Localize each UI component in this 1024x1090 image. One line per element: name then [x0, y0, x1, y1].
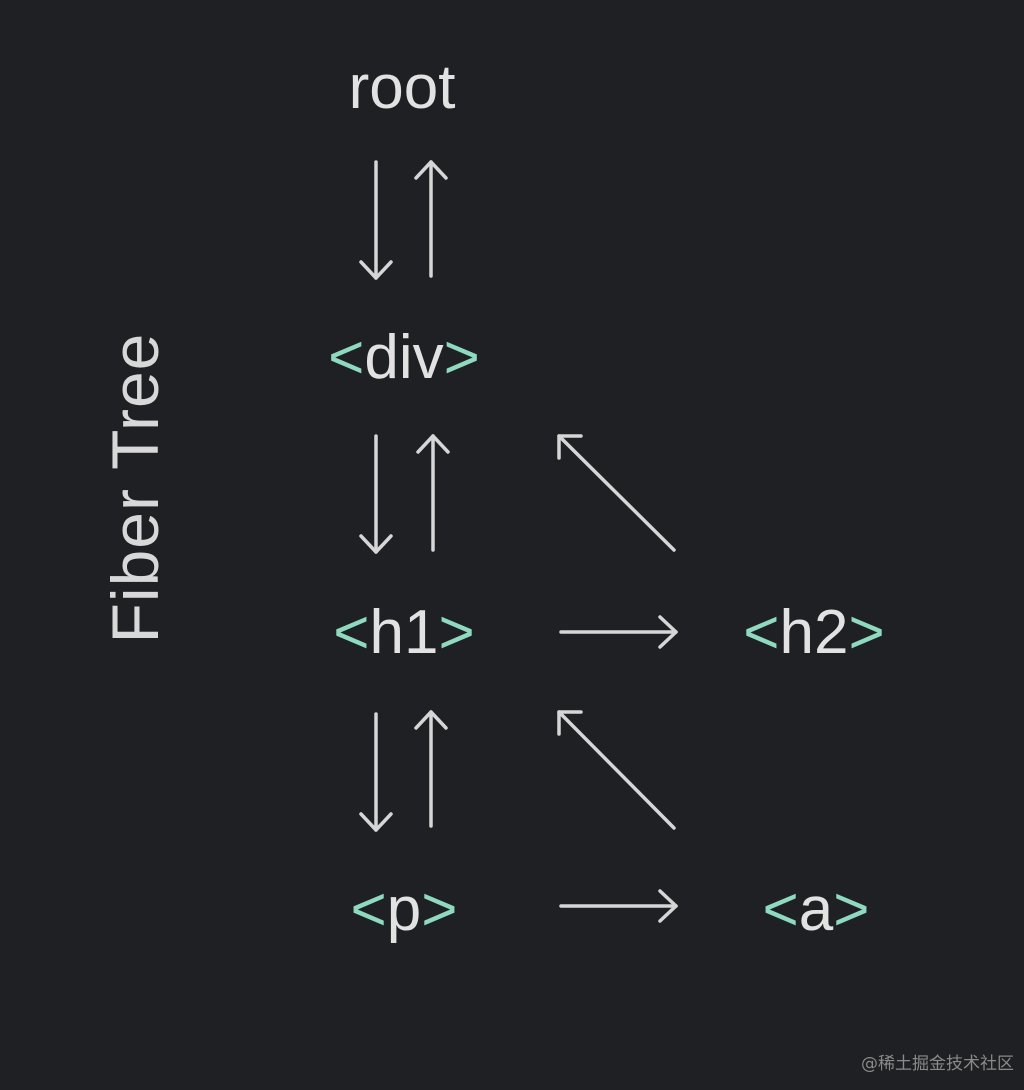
bracket-open: < [328, 323, 365, 392]
node-div: <div> [328, 327, 480, 389]
node-h1-tag: h1 [369, 598, 439, 667]
arrow-h1-to-div-up [416, 434, 450, 552]
arrow-root-to-div-down [359, 160, 393, 280]
bracket-open: < [743, 598, 780, 667]
arrow-h1-to-h2-right [559, 615, 678, 649]
arrow-a-to-h1-diagonal [557, 710, 676, 830]
node-div-tag: div [364, 323, 444, 392]
watermark: @稀土掘金技术社区 [861, 1054, 1014, 1074]
bracket-close: > [833, 875, 870, 944]
bracket-open: < [762, 875, 799, 944]
node-p: <p> [351, 879, 458, 941]
bracket-close: > [421, 875, 458, 944]
node-root-text: root [348, 53, 456, 122]
arrow-p-to-h1-up [414, 710, 448, 828]
bracket-close: > [443, 323, 480, 392]
bracket-close: > [438, 598, 475, 667]
node-h1: <h1> [333, 602, 474, 664]
arrow-h1-to-p-down [359, 712, 393, 832]
arrow-div-to-root-up [414, 160, 448, 278]
arrow-p-to-a-right [559, 889, 678, 923]
arrow-h2-to-div-diagonal [557, 434, 676, 552]
node-h2: <h2> [743, 602, 884, 664]
bracket-open: < [333, 598, 370, 667]
node-p-tag: p [386, 875, 422, 944]
node-a-tag: a [798, 875, 834, 944]
bracket-open: < [350, 875, 387, 944]
node-h2-tag: h2 [779, 598, 849, 667]
node-root: root [349, 57, 456, 119]
node-a: <a> [763, 879, 870, 941]
bracket-close: > [848, 598, 885, 667]
arrow-div-to-h1-down [359, 434, 393, 554]
